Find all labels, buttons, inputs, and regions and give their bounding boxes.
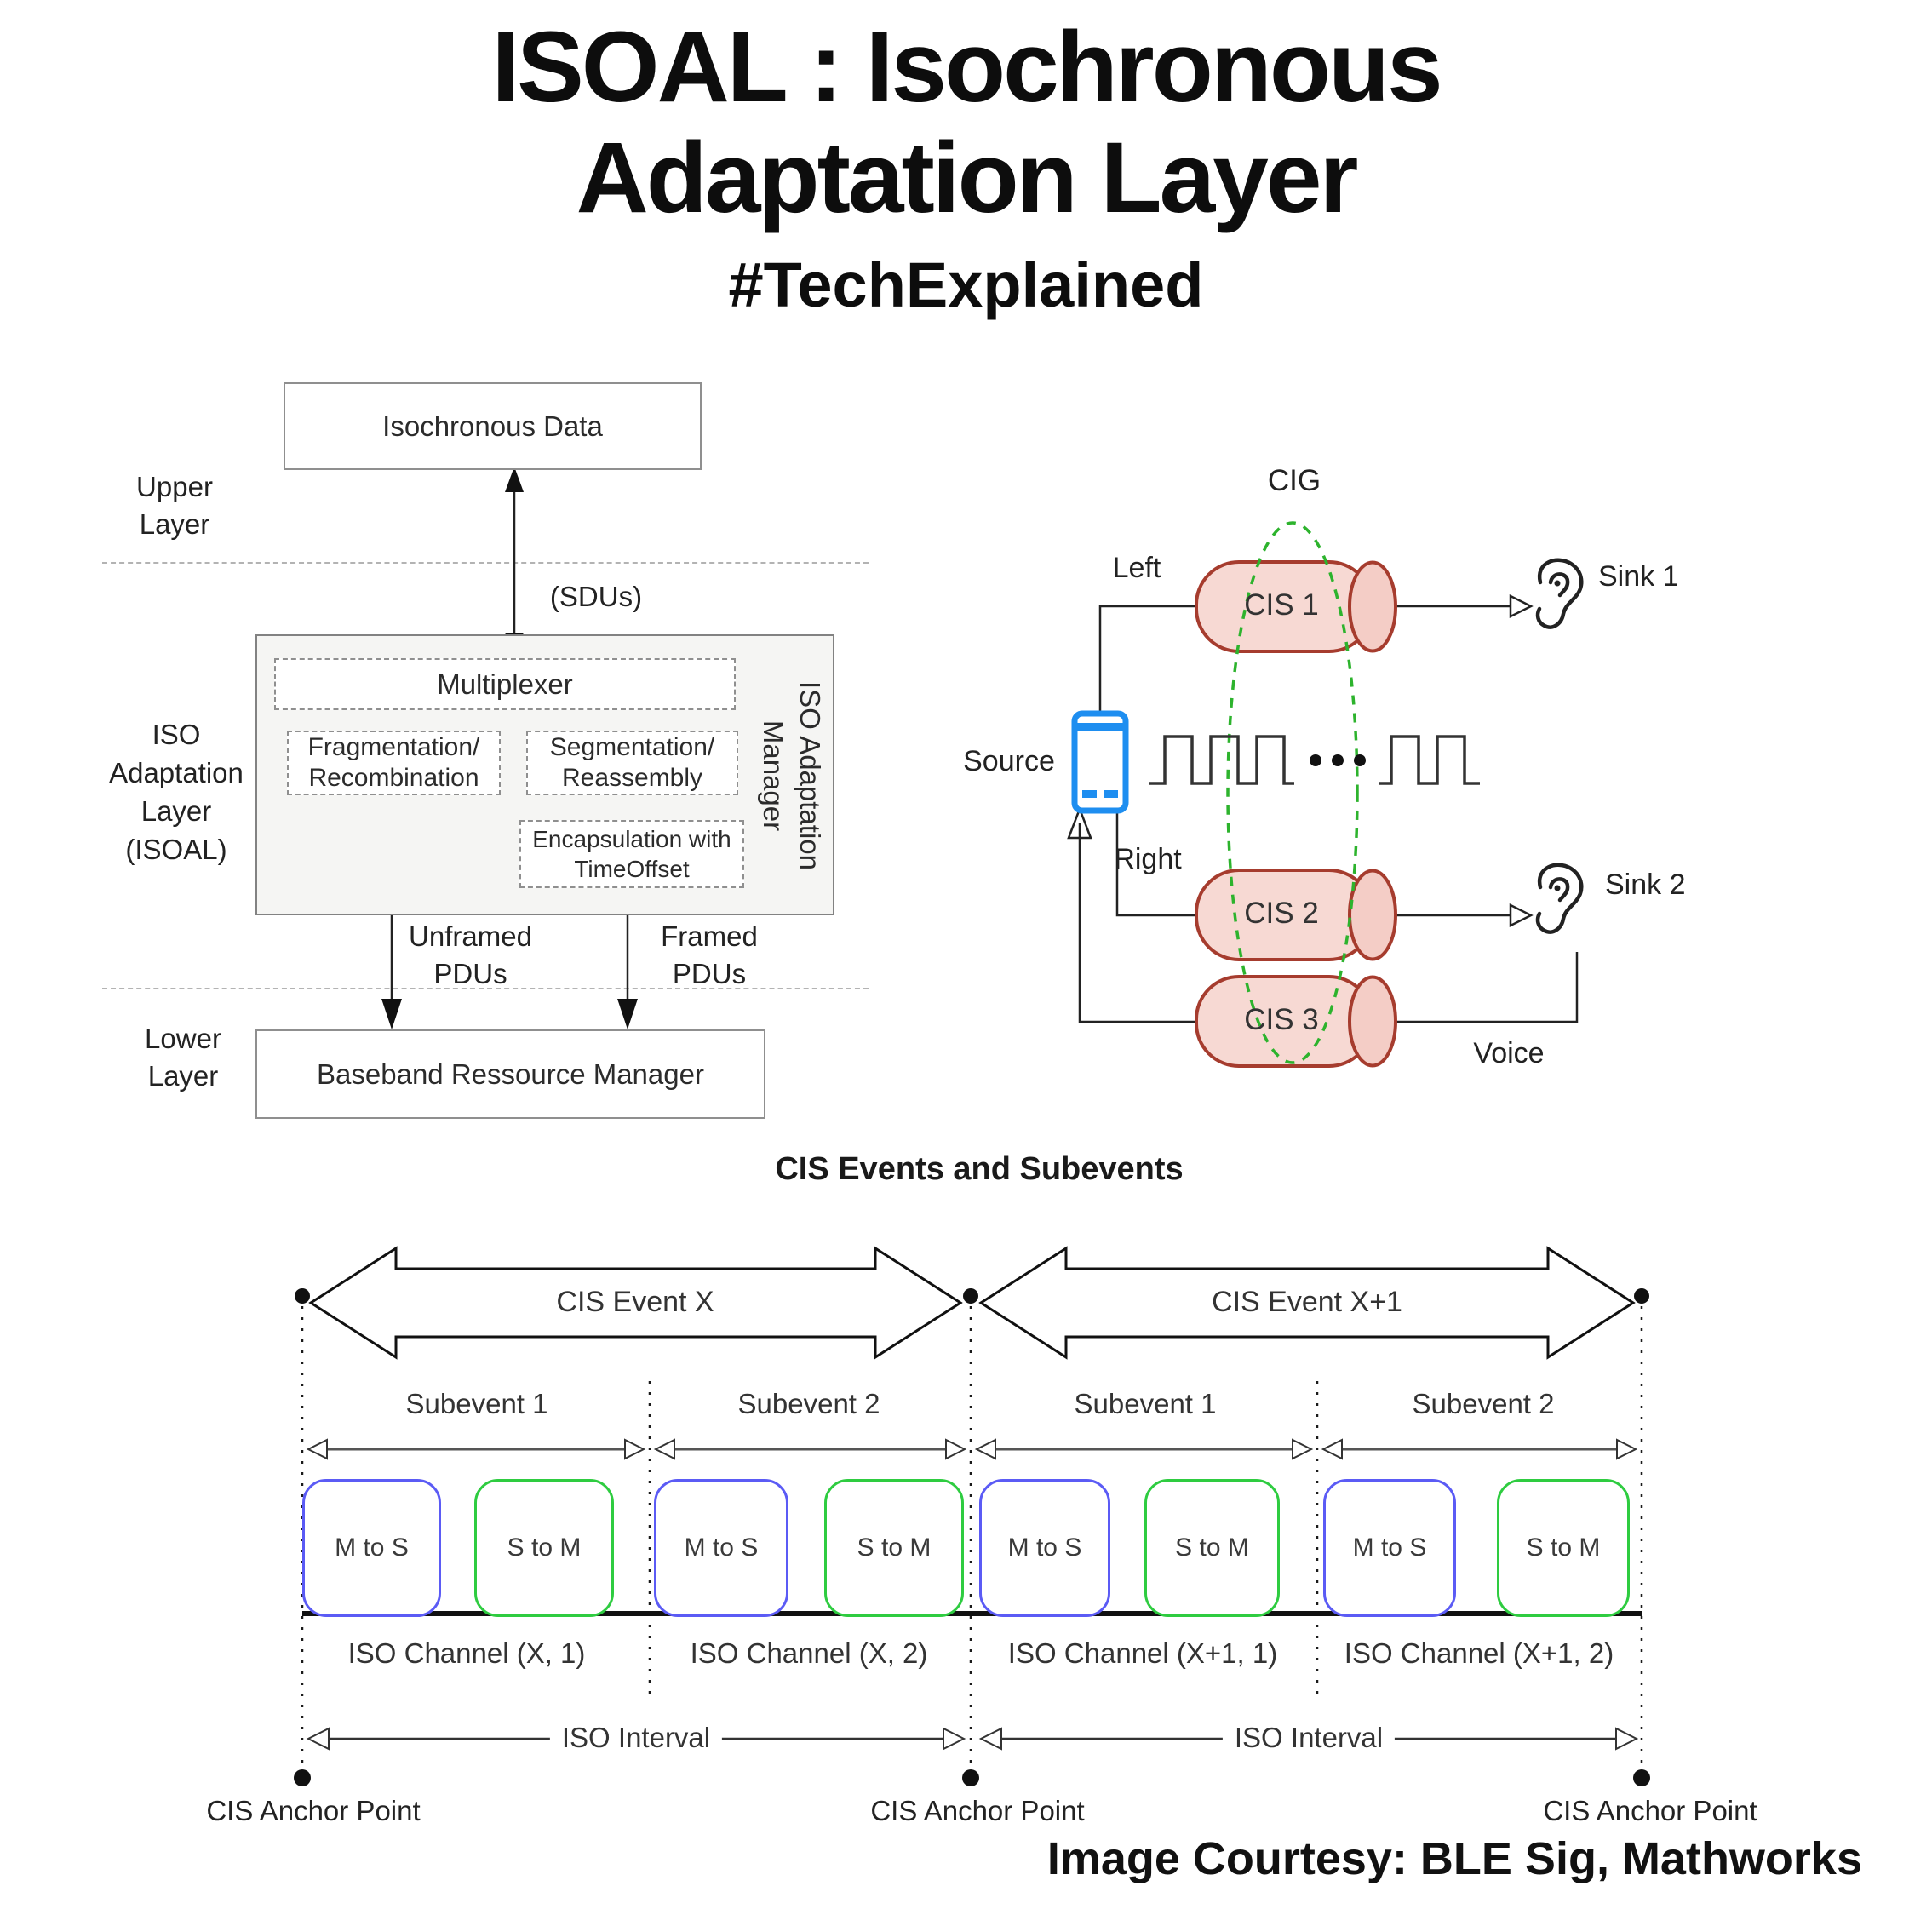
left-stream-label: Left bbox=[1112, 552, 1161, 584]
sink2-ear-icon bbox=[1535, 863, 1584, 934]
sink1-label: Sink 1 bbox=[1598, 560, 1679, 593]
isoal-layer-label: ISO Adaptation Layer (ISOAL) bbox=[109, 719, 244, 865]
right-stream-label: Right bbox=[1114, 843, 1182, 875]
cis-anchor-point-label-b: CIS Anchor Point bbox=[870, 1795, 1085, 1826]
cis-anchor-point-label-c: CIS Anchor Point bbox=[1543, 1795, 1757, 1826]
sink2-label: Sink 2 bbox=[1605, 869, 1686, 901]
cig-group-ellipse bbox=[1226, 521, 1359, 1064]
fragmentation-label: Fragmentation/ Recombination bbox=[307, 733, 480, 792]
segmentation-box: Segmentation/ Reassembly bbox=[526, 731, 738, 795]
encapsulation-box: Encapsulation with TimeOffset bbox=[519, 820, 744, 888]
isochronous-data-label: Isochronous Data bbox=[382, 410, 603, 442]
cis-event-x1-arrow bbox=[978, 1246, 1636, 1360]
cis3-label: CIS 3 bbox=[1244, 1003, 1319, 1036]
m-to-s-box-3: M to S bbox=[979, 1479, 1110, 1617]
iso-channel-x2-label: ISO Channel (X, 2) bbox=[690, 1637, 928, 1669]
image-credit: Image Courtesy: BLE Sig, Mathworks bbox=[1046, 1833, 1862, 1884]
page-title: ISOAL : Isochronous Adaptation Layer bbox=[0, 12, 1932, 233]
m-to-s-box-2: M to S bbox=[654, 1479, 788, 1617]
iso-adaptation-manager-label: ISO Adaptation Manager bbox=[758, 681, 826, 870]
iso-interval-label-b: ISO Interval bbox=[1222, 1722, 1396, 1754]
segmentation-label: Segmentation/ Reassembly bbox=[549, 733, 715, 792]
upper-layer-separator bbox=[102, 562, 869, 564]
cis1-to-sink1-arrow bbox=[1396, 593, 1534, 619]
source-label: Source bbox=[963, 745, 1055, 777]
source-phone-icon bbox=[1071, 710, 1129, 814]
source-to-cis2-line bbox=[1115, 811, 1196, 917]
unframed-pdus-label: Unframed PDUs bbox=[409, 920, 532, 989]
cig-label: CIG bbox=[1267, 464, 1321, 497]
m-to-s-label: M to S bbox=[1352, 1534, 1427, 1562]
voice-label: Voice bbox=[1473, 1037, 1545, 1069]
s-to-m-box-4: S to M bbox=[1497, 1479, 1630, 1617]
cis-anchor-dots-bottom bbox=[294, 1769, 1650, 1786]
event-anchor-dots-top bbox=[295, 1288, 1649, 1304]
baseband-box: Baseband Ressource Manager bbox=[255, 1029, 765, 1119]
iso-channel-x11-label: ISO Channel (X+1, 1) bbox=[1007, 1637, 1278, 1669]
s-to-m-label: S to M bbox=[507, 1534, 582, 1562]
s-to-m-label: S to M bbox=[1526, 1534, 1601, 1562]
m-to-s-box-1: M to S bbox=[302, 1479, 441, 1617]
m-to-s-label: M to S bbox=[1007, 1534, 1082, 1562]
cis-event-x-label: CIS Event X bbox=[556, 1286, 714, 1318]
fragmentation-box: Fragmentation/ Recombination bbox=[287, 731, 501, 795]
subevent2-label-a: Subevent 2 bbox=[737, 1388, 880, 1419]
baseband-label: Baseband Ressource Manager bbox=[317, 1058, 704, 1090]
cis-anchor-point-label-a: CIS Anchor Point bbox=[206, 1795, 421, 1826]
sdu-double-arrow bbox=[505, 467, 524, 658]
source-to-cis1-line bbox=[1098, 605, 1196, 714]
voice-return-line bbox=[1067, 805, 1579, 1023]
hashtag-label: #TechExplained bbox=[728, 249, 1204, 320]
upper-layer-label: Upper Layer bbox=[136, 471, 213, 540]
page-title-line2: Adaptation Layer bbox=[576, 122, 1359, 234]
m-to-s-label: M to S bbox=[335, 1534, 409, 1562]
isochronous-data-box: Isochronous Data bbox=[284, 382, 702, 470]
subevent-arrows bbox=[306, 1438, 1638, 1460]
signal-ellipsis-dots bbox=[1310, 754, 1366, 766]
cis2-cylinder bbox=[1195, 869, 1397, 961]
subevent1-label-a: Subevent 1 bbox=[405, 1388, 548, 1419]
multiplexer-box: Multiplexer bbox=[274, 658, 736, 710]
cis2-label: CIS 2 bbox=[1244, 897, 1319, 930]
s-to-m-box-3: S to M bbox=[1144, 1479, 1280, 1617]
sink1-ear-icon bbox=[1535, 558, 1584, 629]
cis-event-x1-label: CIS Event X+1 bbox=[1212, 1286, 1402, 1318]
s-to-m-box-2: S to M bbox=[824, 1479, 964, 1617]
multiplexer-label: Multiplexer bbox=[437, 668, 573, 700]
s-to-m-box-1: S to M bbox=[474, 1479, 614, 1617]
sdus-label: (SDUs) bbox=[549, 581, 643, 612]
encapsulation-label: Encapsulation with TimeOffset bbox=[532, 826, 731, 882]
iso-clock-signal bbox=[1149, 735, 1480, 785]
cis1-label: CIS 1 bbox=[1244, 588, 1319, 622]
lower-layer-label: Lower Layer bbox=[145, 1023, 221, 1092]
iso-interval-label-a: ISO Interval bbox=[549, 1722, 723, 1754]
s-to-m-label: S to M bbox=[1175, 1534, 1249, 1562]
cis3-cylinder bbox=[1195, 975, 1397, 1068]
iso-interval-arrows bbox=[306, 1727, 1639, 1751]
iso-channel-x1-label: ISO Channel (X, 1) bbox=[347, 1637, 586, 1669]
m-to-s-box-4: M to S bbox=[1323, 1479, 1456, 1617]
s-to-m-label: S to M bbox=[857, 1534, 932, 1562]
page-title-line1: ISOAL : Isochronous bbox=[491, 11, 1442, 123]
m-to-s-label: M to S bbox=[684, 1534, 759, 1562]
timeline-title: CIS Events and Subevents bbox=[775, 1151, 1184, 1187]
subevent1-label-b: Subevent 1 bbox=[1074, 1388, 1217, 1419]
subevent2-label-b: Subevent 2 bbox=[1412, 1388, 1555, 1419]
cis2-to-sink2-arrow bbox=[1396, 903, 1534, 928]
lower-layer-separator bbox=[102, 988, 869, 989]
framed-pdus-label: Framed PDUs bbox=[661, 920, 758, 989]
iso-channel-x12-label: ISO Channel (X+1, 2) bbox=[1344, 1637, 1614, 1669]
cis-event-x-arrow bbox=[308, 1246, 963, 1360]
